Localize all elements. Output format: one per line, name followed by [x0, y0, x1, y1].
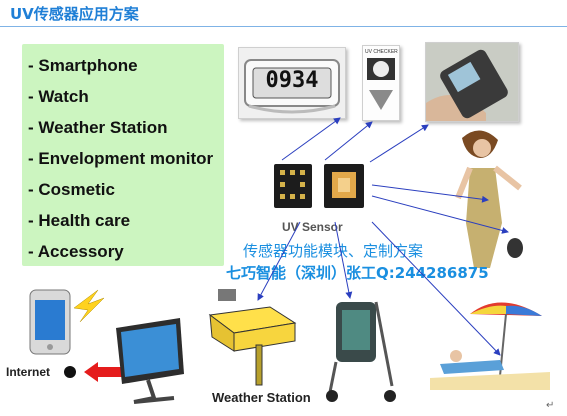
- weather-station-illustration: [208, 289, 297, 386]
- list-item: - Smartphone: [28, 56, 138, 75]
- internet-arrow: [64, 362, 122, 382]
- internet-label: Internet: [6, 365, 51, 379]
- list-item: - Watch: [28, 87, 89, 106]
- arrow-to-uv-checker: [324, 121, 373, 161]
- list-item: - Cosmetic: [28, 180, 115, 199]
- woman-with-accessory-illustration: [455, 130, 523, 268]
- page-title: UV传感器应用方案: [10, 5, 139, 23]
- promo-line-2: 七巧智能（深圳）张工Q:244286875: [226, 264, 489, 282]
- beach-sunbathing-illustration: [430, 302, 550, 390]
- weather-station-label: Weather Station: [212, 390, 311, 405]
- list-item: - Accessory: [28, 242, 124, 261]
- uv-sensor-label: UV Sensor: [282, 220, 343, 234]
- promo-line-1: 传感器功能模块、定制方案: [243, 242, 424, 260]
- list-item: - Envelopment monitor: [28, 149, 214, 168]
- phone-signal-illustration: [29, 289, 105, 355]
- uv-sensor-chips: [274, 164, 364, 208]
- watch-illustration: [244, 59, 340, 114]
- smartphone-photo: [425, 42, 519, 122]
- arrow-to-smartphone: [369, 124, 429, 163]
- uv-checker-dial: [367, 58, 395, 110]
- title-divider: [0, 26, 567, 27]
- uv-checker-label: UV CHECKER: [365, 49, 398, 55]
- application-list: - Smartphone - Watch - Weather Station -…: [22, 44, 224, 266]
- stroller-illustration: [326, 301, 396, 402]
- list-item: - Health care: [28, 211, 131, 230]
- arrow-to-watch: [281, 117, 341, 161]
- footnote-mark: ↵: [546, 400, 555, 411]
- phone-in-hand-illustration: [426, 49, 508, 121]
- monitor-illustration: [116, 318, 184, 404]
- watch-digits: 0934: [265, 68, 319, 93]
- uv-checker-photo: UV CHECKER: [362, 45, 400, 121]
- watch-photo: 0934: [238, 47, 346, 119]
- list-item: - Weather Station: [28, 118, 168, 137]
